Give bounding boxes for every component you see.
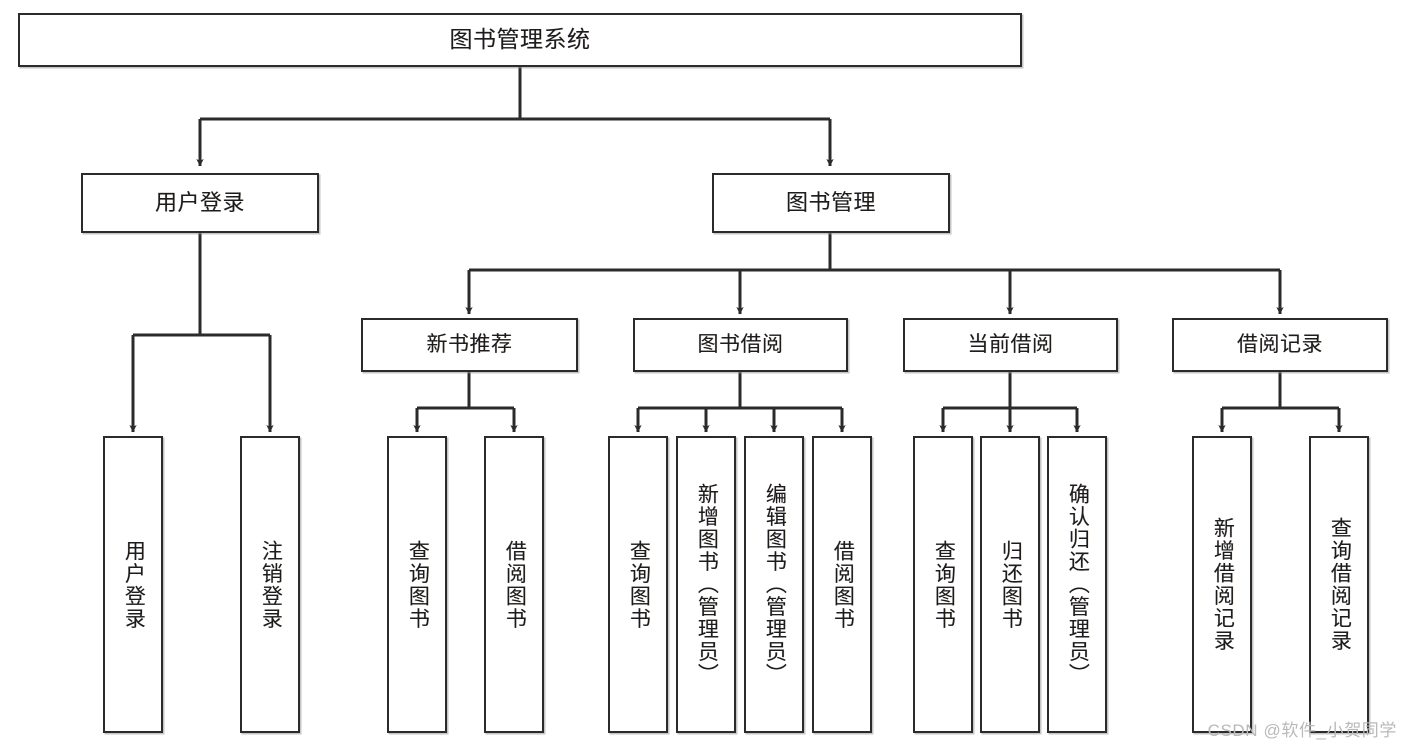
leaf-book-borrow-2[interactable]: 编辑图书（管理员） — [744, 436, 804, 733]
leaf-current-borrow-2[interactable]: 确认归还（管理员） — [1047, 436, 1107, 733]
leaf-book-borrow-0[interactable]: 查询图书 — [608, 436, 668, 733]
node-current-borrow[interactable]: 当前借阅 — [903, 318, 1118, 372]
node-label: 查询借阅记录 — [1328, 517, 1352, 652]
node-label: 查询图书 — [627, 539, 651, 630]
node-borrow-record[interactable]: 借阅记录 — [1172, 318, 1388, 372]
node-label: 当前借阅 — [967, 333, 1054, 357]
node-label: 借阅图书 — [503, 539, 527, 630]
leaf-user-login-0[interactable]: 用户登录 — [103, 436, 163, 733]
node-label: 借阅记录 — [1237, 333, 1323, 357]
csdn-watermark: CSDN @软件_小贺同学 — [1207, 721, 1397, 740]
leaf-borrow-record-1[interactable]: 查询借阅记录 — [1309, 436, 1369, 733]
node-label: 用户登录 — [122, 539, 146, 630]
node-label: 新增图书（管理员） — [695, 483, 719, 686]
leaf-book-borrow-1[interactable]: 新增图书（管理员） — [676, 436, 736, 733]
leaf-current-borrow-0[interactable]: 查询图书 — [913, 436, 973, 733]
node-label: 确认归还（管理员） — [1066, 483, 1090, 686]
node-label: 图书管理 — [785, 189, 876, 215]
leaf-book-borrow-3[interactable]: 借阅图书 — [812, 436, 872, 733]
node-label: 新书推荐 — [426, 333, 513, 357]
node-book-management[interactable]: 图书管理 — [712, 173, 950, 233]
leaf-new-book-1[interactable]: 借阅图书 — [484, 436, 544, 733]
node-label: 新增借阅记录 — [1211, 517, 1235, 652]
leaf-borrow-record-0[interactable]: 新增借阅记录 — [1192, 436, 1252, 733]
node-label: 借阅图书 — [831, 539, 855, 630]
node-label: 查询图书 — [932, 539, 956, 630]
node-label: 查询图书 — [406, 539, 430, 630]
node-label: 注销登录 — [259, 539, 283, 630]
node-book-borrow[interactable]: 图书借阅 — [633, 318, 848, 372]
leaf-user-login-1[interactable]: 注销登录 — [240, 436, 300, 733]
node-user-login[interactable]: 用户登录 — [81, 173, 319, 233]
node-label: 图书管理系统 — [449, 26, 591, 53]
leaf-new-book-0[interactable]: 查询图书 — [387, 436, 447, 733]
node-root-system[interactable]: 图书管理系统 — [18, 13, 1022, 67]
node-label: 用户登录 — [154, 189, 245, 215]
node-label: 归还图书 — [999, 539, 1023, 630]
node-label: 图书借阅 — [697, 333, 784, 357]
node-new-book-recommend[interactable]: 新书推荐 — [361, 318, 578, 372]
leaf-current-borrow-1[interactable]: 归还图书 — [980, 436, 1040, 733]
node-label: 编辑图书（管理员） — [763, 483, 787, 686]
